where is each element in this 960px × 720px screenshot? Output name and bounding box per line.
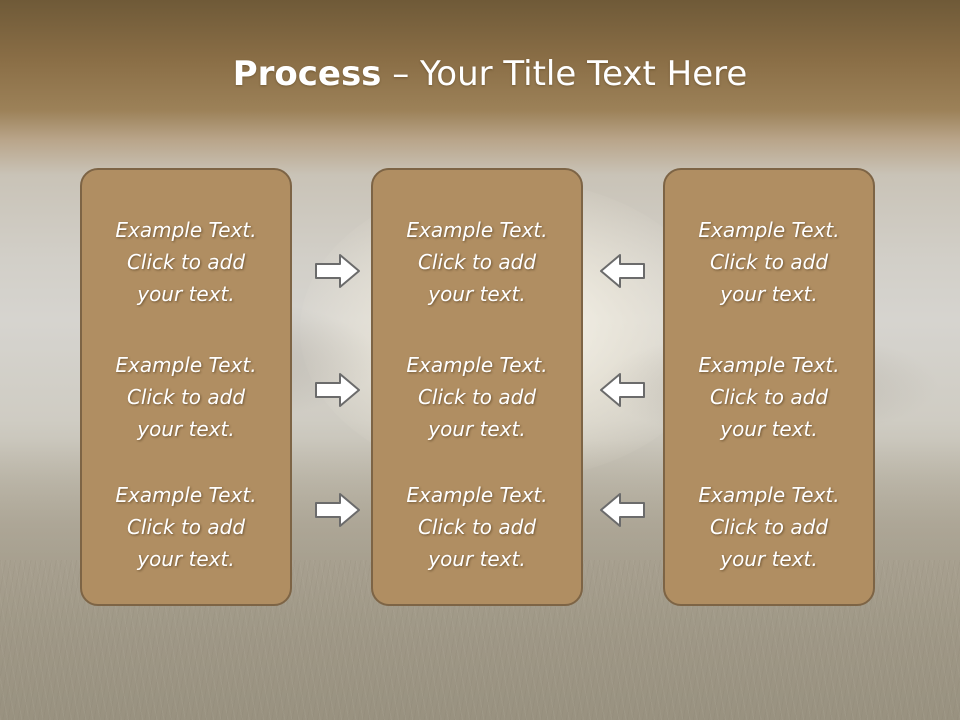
- process-box-left[interactable]: Example Text. Click to add your text. Ex…: [80, 168, 292, 606]
- text-line: your text.: [720, 547, 818, 571]
- text-block[interactable]: Example Text. Click to add your text.: [373, 214, 581, 310]
- text-line: Example Text.: [115, 218, 257, 242]
- process-box-right[interactable]: Example Text. Click to add your text. Ex…: [663, 168, 875, 606]
- text-block[interactable]: Example Text. Click to add your text.: [82, 349, 290, 445]
- text-line: your text.: [720, 282, 818, 306]
- text-line: Click to add: [126, 385, 246, 409]
- text-line: Example Text.: [115, 353, 257, 377]
- text-line: Example Text.: [406, 353, 548, 377]
- text-line: Example Text.: [406, 483, 548, 507]
- text-line: Click to add: [709, 250, 829, 274]
- process-box-center[interactable]: Example Text. Click to add your text. Ex…: [371, 168, 583, 606]
- text-block[interactable]: Example Text. Click to add your text.: [82, 214, 290, 310]
- title-rest: – Your Title Text Here: [381, 54, 748, 94]
- text-block[interactable]: Example Text. Click to add your text.: [82, 479, 290, 575]
- text-line: your text.: [428, 282, 526, 306]
- text-line: your text.: [428, 547, 526, 571]
- text-line: Example Text.: [115, 483, 257, 507]
- text-block[interactable]: Example Text. Click to add your text.: [373, 349, 581, 445]
- arrow-right-icon: [314, 252, 362, 290]
- text-line: your text.: [720, 417, 818, 441]
- text-block[interactable]: Example Text. Click to add your text.: [665, 214, 873, 310]
- title-bold: Process: [232, 54, 382, 94]
- text-line: Click to add: [417, 385, 537, 409]
- text-line: Click to add: [709, 515, 829, 539]
- text-line: Example Text.: [406, 218, 548, 242]
- text-line: your text.: [428, 417, 526, 441]
- arrow-left-icon: [598, 491, 646, 529]
- text-block[interactable]: Example Text. Click to add your text.: [373, 479, 581, 575]
- text-line: Example Text.: [698, 353, 840, 377]
- text-line: Click to add: [709, 385, 829, 409]
- text-line: your text.: [137, 282, 235, 306]
- text-line: Example Text.: [698, 483, 840, 507]
- arrow-left-icon: [598, 252, 646, 290]
- text-line: Example Text.: [698, 218, 840, 242]
- text-line: Click to add: [417, 515, 537, 539]
- arrow-left-icon: [598, 371, 646, 409]
- arrow-right-icon: [314, 491, 362, 529]
- text-block[interactable]: Example Text. Click to add your text.: [665, 479, 873, 575]
- arrow-right-icon: [314, 371, 362, 409]
- slide-title[interactable]: Process – Your Title Text Here: [0, 52, 960, 96]
- text-block[interactable]: Example Text. Click to add your text.: [665, 349, 873, 445]
- text-line: your text.: [137, 417, 235, 441]
- text-line: Click to add: [126, 250, 246, 274]
- text-line: your text.: [137, 547, 235, 571]
- text-line: Click to add: [417, 250, 537, 274]
- text-line: Click to add: [126, 515, 246, 539]
